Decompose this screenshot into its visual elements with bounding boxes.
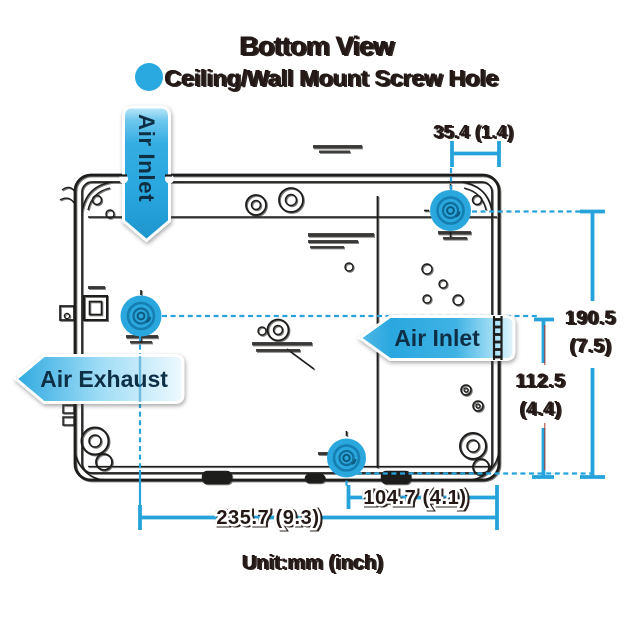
svg-text:Air Inlet: Air Inlet	[394, 325, 480, 351]
svg-text:Air Inlet: Air Inlet	[134, 114, 159, 202]
svg-text:Air Exhaust: Air Exhaust	[40, 366, 168, 392]
svg-text:(7.5): (7.5)	[569, 335, 611, 357]
svg-text:Bottom View: Bottom View	[239, 31, 395, 61]
svg-text:35.4 (1.4): 35.4 (1.4)	[433, 122, 513, 142]
svg-text:Unit:mm (inch): Unit:mm (inch)	[241, 552, 382, 574]
svg-text:Ceiling/Wall Mount Screw Hole: Ceiling/Wall Mount Screw Hole	[164, 65, 498, 91]
svg-text:(4.4): (4.4)	[519, 398, 561, 420]
svg-text:190.5: 190.5	[565, 307, 616, 329]
svg-text:104.7 (4.1): 104.7 (4.1)	[363, 487, 466, 509]
svg-text:235.7 (9.3): 235.7 (9.3)	[216, 507, 319, 529]
svg-text:112.5: 112.5	[515, 370, 565, 392]
